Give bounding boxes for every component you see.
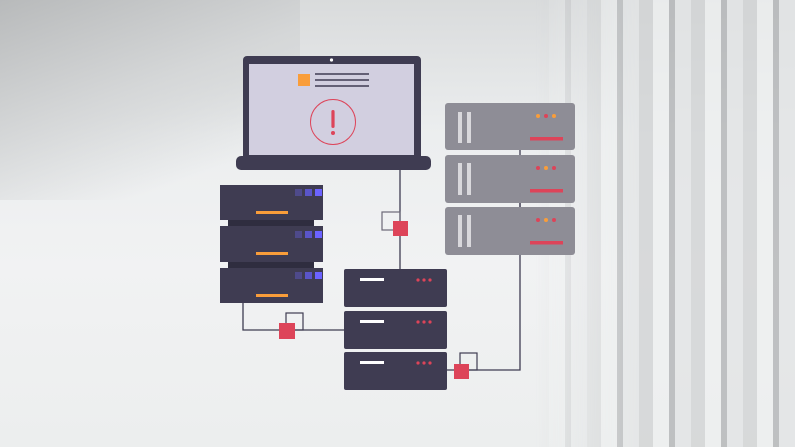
background-server-racks — [535, 0, 795, 447]
right-server-stack — [445, 103, 575, 255]
broken-connection-node — [454, 352, 478, 379]
broken-connection-node — [381, 211, 408, 236]
laptop — [236, 56, 431, 170]
server-unit — [344, 269, 447, 307]
laptop-base — [236, 156, 431, 170]
warning-icon — [310, 99, 356, 145]
server-unit — [220, 185, 323, 220]
server-unit — [445, 207, 575, 255]
image-placeholder-icon — [298, 74, 310, 86]
server-unit — [344, 352, 447, 390]
broken-connection-node — [279, 312, 304, 339]
laptop-screen — [249, 64, 414, 155]
center-server-stack — [344, 269, 447, 390]
text-lines-icon — [315, 73, 369, 87]
webcam-icon — [329, 58, 334, 62]
server-unit — [445, 103, 575, 150]
server-unit — [220, 268, 323, 303]
server-unit — [445, 155, 575, 203]
server-unit — [220, 226, 323, 262]
left-server-stack — [220, 185, 323, 303]
server-unit — [344, 311, 447, 349]
